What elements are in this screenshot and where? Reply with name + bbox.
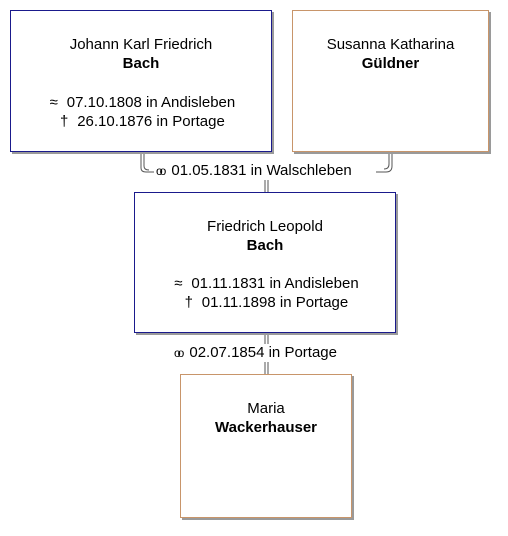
baptism-icon: ≈	[49, 94, 58, 111]
person-card-spouse[interactable]: Maria Wackerhauser	[180, 374, 352, 518]
person-card-father[interactable]: Johann Karl Friedrich Bach ≈07.10.1808 i…	[10, 10, 272, 152]
father-death-event: † 26.10.1876 in Portage	[11, 112, 271, 131]
father-given-name: Johann Karl Friedrich	[69, 36, 213, 53]
child-marriage-text: 02.07.1854 in Portage	[189, 344, 337, 361]
baptism-icon: ≈	[174, 275, 183, 292]
spouse-given-name: Maria	[247, 400, 285, 417]
mother-surname: Güldner	[361, 55, 420, 72]
father-surname: Bach	[122, 55, 160, 72]
child-given-name: Friedrich Leopold	[207, 218, 323, 235]
child-baptism-event: ≈01.11.1831 in Andisleben	[135, 274, 395, 293]
child-death-event: † 01.11.1898 in Portage	[135, 293, 395, 312]
child-death-text: 01.11.1898 in Portage	[201, 294, 349, 311]
marriage-rings-icon: oo	[156, 164, 167, 178]
death-cross-icon: †	[184, 294, 193, 311]
parents-marriage-text: 01.05.1831 in Walschleben	[171, 162, 352, 179]
person-card-child[interactable]: Friedrich Leopold Bach ≈01.11.1831 in An…	[134, 192, 396, 333]
child-baptism-text: 01.11.1831 in Andisleben	[191, 275, 359, 292]
parents-marriage-label: oo 01.05.1831 in Walschleben	[154, 162, 354, 180]
father-baptism-text: 07.10.1808 in Andisleben	[66, 94, 236, 111]
marriage-rings-icon: oo	[174, 346, 185, 360]
person-card-mother[interactable]: Susanna Katharina Güldner	[292, 10, 489, 152]
death-cross-icon: †	[60, 113, 69, 130]
child-surname: Bach	[246, 237, 284, 254]
mother-given-name: Susanna Katharina	[326, 36, 455, 53]
father-baptism-event: ≈07.10.1808 in Andisleben	[11, 93, 271, 112]
spouse-surname: Wackerhauser	[215, 419, 317, 436]
father-death-text: 26.10.1876 in Portage	[77, 113, 225, 130]
child-marriage-label: oo 02.07.1854 in Portage	[172, 344, 339, 362]
